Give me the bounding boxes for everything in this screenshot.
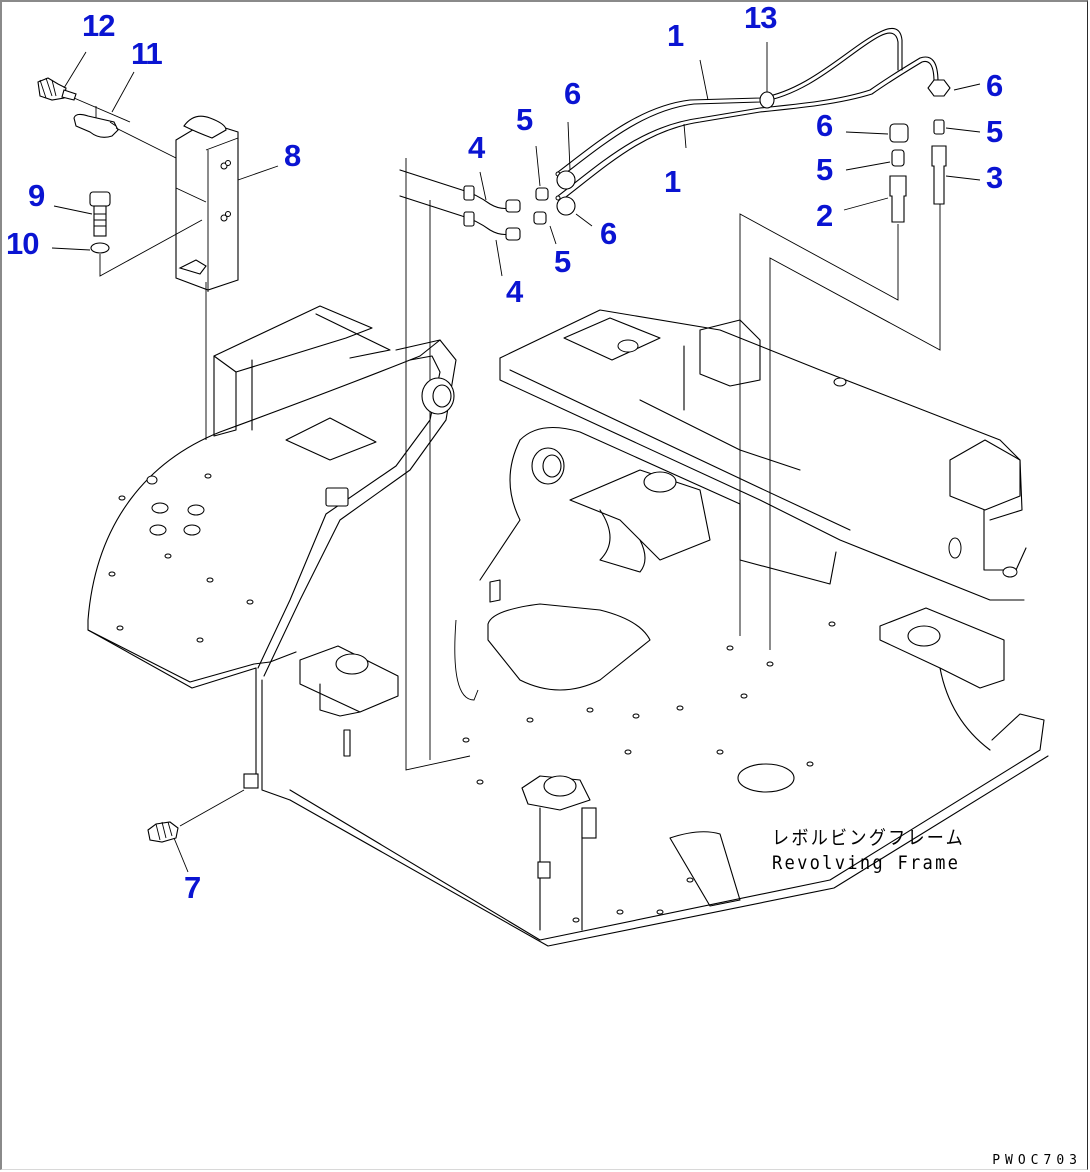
callout-11: 11 [131, 36, 163, 71]
callout-4-lower: 4 [506, 274, 523, 309]
callout-4-upper: 4 [468, 130, 485, 165]
frame-label-jp: レボルビングフレーム [772, 827, 965, 849]
frame-holes [108, 473, 836, 923]
frame-left-box [213, 305, 391, 461]
frame-boom-right [479, 427, 741, 691]
frame-right-mount [739, 499, 1005, 751]
frame-center-post [521, 763, 795, 931]
frame-deck [87, 339, 1049, 947]
callout-6-lower: 6 [600, 216, 617, 251]
callout-5-right: 5 [986, 114, 1003, 149]
drawing-code: PWOC703 [992, 1153, 1082, 1168]
callout-10: 10 [6, 226, 39, 261]
leader-lines [405, 158, 471, 771]
callout-9: 9 [28, 178, 45, 213]
callout-1-lower: 1 [664, 164, 681, 199]
frame-center-beam [499, 309, 1027, 601]
frame-boom-left [257, 339, 457, 677]
callout-7: 7 [184, 870, 201, 905]
callout-6-right-left: 6 [816, 108, 833, 143]
fittings-right [739, 79, 981, 650]
callout-6-right: 6 [986, 68, 1003, 103]
callout-6-upper: 6 [564, 76, 581, 111]
callout-5-upper: 5 [516, 102, 533, 137]
callout-8: 8 [284, 138, 301, 173]
clip-part-13 [759, 42, 775, 109]
callout-13: 13 [744, 0, 777, 35]
fittings-center [399, 121, 593, 277]
sensor-part-7 [147, 773, 259, 873]
tube-assembly-1 [555, 27, 939, 201]
frame-left-mount [299, 645, 399, 757]
callout-1-upper: 1 [667, 18, 684, 53]
callout-3: 3 [986, 160, 1003, 195]
bolt-part-9 [53, 191, 111, 237]
connector-part-12 [37, 51, 131, 123]
callout-5-right-left: 5 [816, 152, 833, 187]
callout-2: 2 [816, 198, 833, 233]
washer-part-10 [51, 219, 203, 277]
clamp-part-11 [73, 71, 177, 159]
frame-label-en: Revolving Frame [772, 852, 961, 874]
callout-12: 12 [82, 8, 115, 43]
callout-5-lower: 5 [554, 244, 571, 279]
bracket-part-8 [175, 115, 279, 440]
